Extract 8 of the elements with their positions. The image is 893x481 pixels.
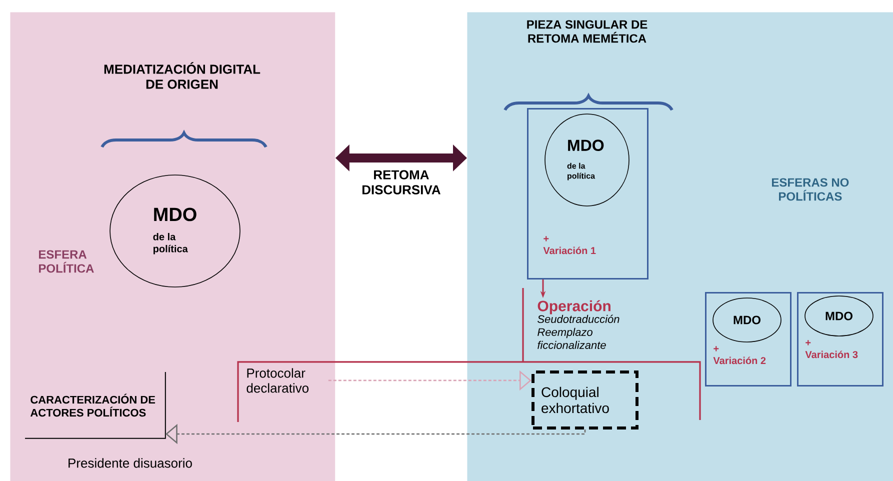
edge-label: RETOMA DISCURSIVA [362,170,440,194]
bracketed-heading: CARACTERIZACIÓN DE ACTORES POLÍTICOS [24,371,166,439]
heading: Presidente disuasorio [68,458,192,468]
heading: PIEZA SINGULAR DE RETOMA MEMÉTICA [527,20,648,43]
operation-text: Operación Seudotraducción Reemplazo ficcionalizante [538,300,620,349]
heading: MEDIATIZACIÓN DIGITAL DE ORIGEN [104,62,260,89]
register-text: Protocolar declarativo [246,368,309,393]
dashed-box: Coloquial exhortativo [532,370,638,430]
